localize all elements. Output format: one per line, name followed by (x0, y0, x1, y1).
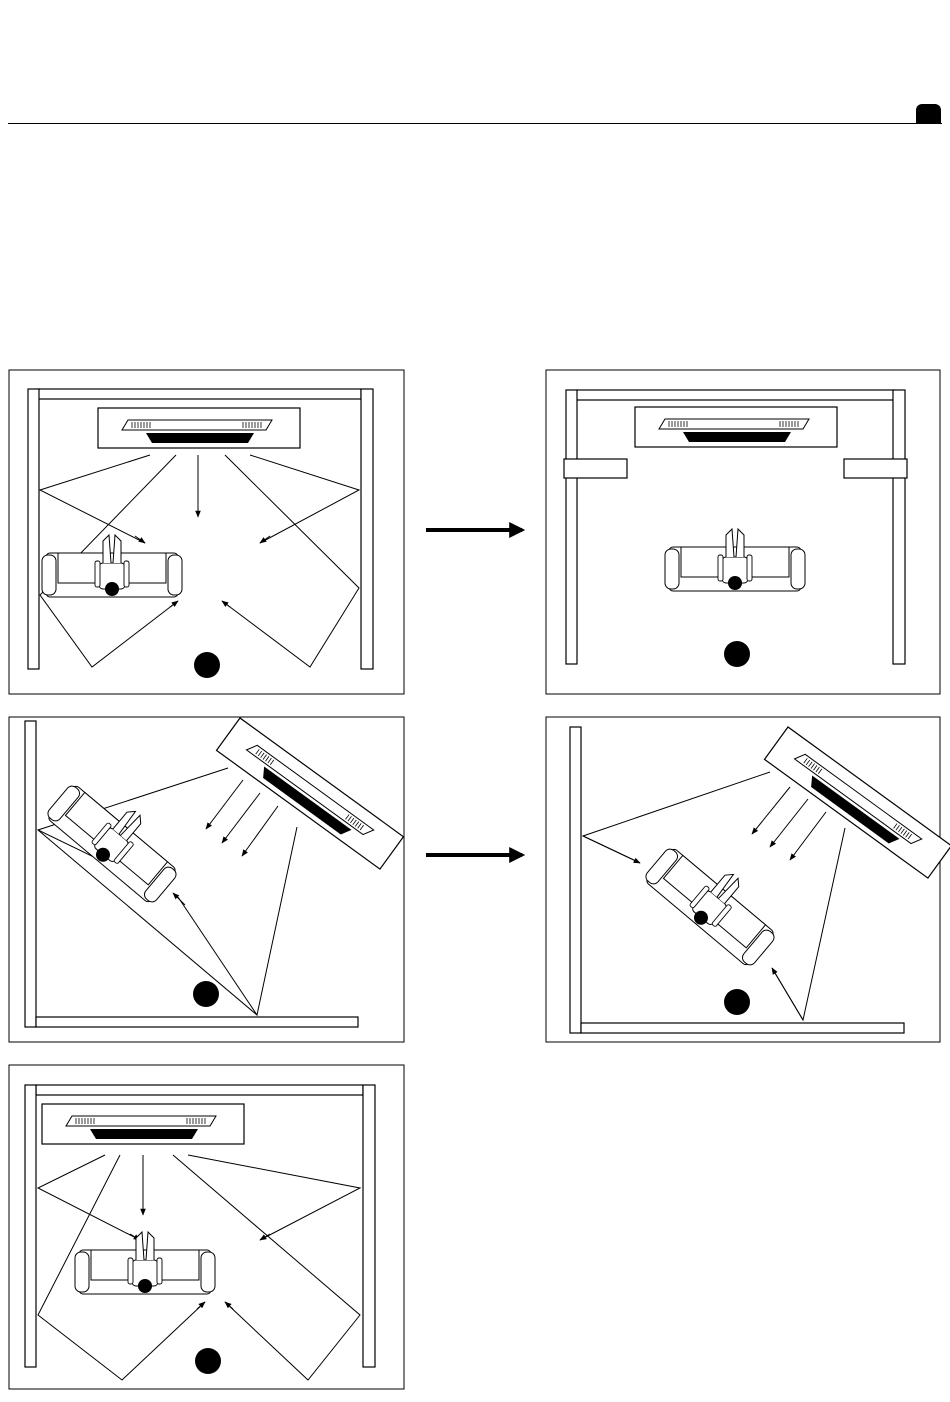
panel-a-marker (194, 652, 220, 678)
panel-d (546, 717, 950, 1042)
panel-c-sofa-icon (44, 768, 191, 905)
panel-c-heater-icon (216, 718, 403, 869)
panel-e-left-wall (25, 1085, 36, 1367)
panel-c-floor-wall (36, 1017, 358, 1027)
panel-e-right-wall (363, 1085, 375, 1367)
panel-a-sofa-icon (42, 535, 182, 597)
panel-d-marker (724, 989, 750, 1015)
panel-e-sofa-icon (75, 1232, 215, 1294)
panel-b (546, 370, 940, 694)
panel-a-left-wall (28, 389, 39, 669)
panel-a-back-wall (38, 389, 361, 399)
panel-b-left-shelf (564, 459, 627, 478)
panel-c-marker (193, 981, 219, 1007)
panel-d-sofa-icon (642, 831, 789, 968)
panel-b-right-wall (893, 390, 905, 664)
panel-e-heater-icon (42, 1104, 244, 1144)
panel-e (9, 1065, 404, 1389)
panel-b-heater-icon (635, 407, 837, 447)
panel-b-right-shelf (844, 459, 907, 478)
panel-b-back-wall (576, 390, 894, 400)
panel-c-left-wall (25, 721, 36, 1027)
panel-d-floor-wall (581, 1023, 904, 1033)
panel-b-marker (724, 641, 750, 667)
panel-d-left-wall (570, 727, 581, 1033)
panel-d-heater-icon (764, 727, 950, 878)
panel-a-right-wall (361, 389, 373, 669)
panel-c (9, 717, 404, 1042)
panel-a (9, 370, 404, 694)
panel-b-left-wall (566, 390, 577, 664)
panel-a-heater-icon (98, 408, 300, 448)
panel-b-sofa-icon (665, 529, 805, 591)
panel-e-back-wall (36, 1085, 363, 1095)
panel-e-marker (195, 1348, 221, 1374)
